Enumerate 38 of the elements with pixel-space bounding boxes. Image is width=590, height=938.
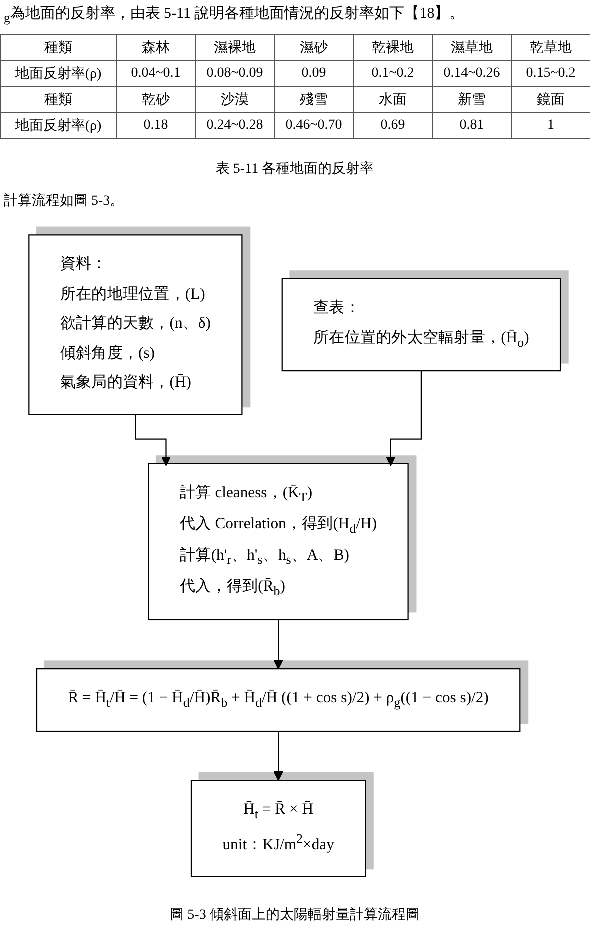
table-cell: 0.1~0.2 [354, 60, 432, 86]
table-cell: 0.14~0.26 [432, 60, 512, 86]
formula-box: H̄$_{t}$ = R̄ × H̄ unit：KJ/m$^{2}$×day [191, 780, 366, 878]
body-text: $_{g}$為地面的反射率，由表 5-11 說明各種地面情況的反射率如下【18】。 [4, 4, 465, 26]
table-caption: 表 5-11 各種地面的反射率 [216, 160, 374, 178]
table-cell: 0.46~0.70 [274, 112, 354, 138]
table-header-cell: 濕草地 [432, 34, 512, 60]
table-cell: 0.18 [116, 112, 196, 138]
process-box: 查表： 所在位置的外太空輻射量，(H̄$_{o}$) [282, 278, 562, 372]
table-header-cell: 沙漠 [196, 86, 274, 112]
table-header-cell: 乾砂 [116, 86, 196, 112]
table-header-cell: 殘雪 [274, 86, 354, 112]
table-header-cell: 濕裸地 [196, 34, 274, 60]
arrow [135, 414, 172, 466]
table-header-cell: 種類 [0, 86, 116, 112]
table-header-cell: 新雪 [432, 86, 512, 112]
table-cell: 0.81 [432, 112, 512, 138]
table-cell: 0.69 [354, 112, 432, 138]
table-header-cell: 濕砂 [274, 34, 354, 60]
table-cell: 0.24~0.28 [196, 112, 274, 138]
table-header-cell: 地面反射率(ρ) [0, 112, 116, 138]
table-header-cell: 種類 [0, 34, 116, 60]
process-box: 計算 cleaness，(K̄$_{T}$) 代入 Correlation，得到(H$_{d}$/H) 計算(h'$_{r}$、h'$_{s}$、h$_{s}$、A、B) 代入，得到(R̄$_{b}$) [148, 463, 410, 621]
table-cell: 0.08~0.09 [196, 60, 274, 86]
body-text: 計算流程如圖 5-3。 [4, 192, 124, 210]
arrow [274, 619, 284, 670]
figure-caption: 圖 5-3 傾斜面上的太陽輻射量計算流程圖 [170, 906, 420, 924]
table-header-cell: 乾裸地 [354, 34, 432, 60]
arrow [386, 370, 422, 466]
table-cell: 0.09 [274, 60, 354, 86]
formula-box: R̄ = H̄$_{t}$/H̄ = (1 − H̄$_{d}$/H̄)R̄$_{b}$ + H̄$_{d}$/H̄ ((1 + cos s)/2) + ρ$_{g}$((1 − cos s)/2) [36, 668, 521, 732]
table-header-cell: 地面反射率(ρ) [0, 60, 116, 86]
process-box: 資料： 所在的地理位置，(L) 欲計算的天數，(n、δ) 傾斜角度，(s) 氣象局的資料，(H̄) [28, 234, 243, 416]
table-header-cell: 乾草地 [512, 34, 590, 60]
arrow [274, 730, 284, 782]
table-header-cell: 森林 [116, 34, 196, 60]
table-header-cell: 水面 [354, 86, 432, 112]
table-cell: 0.04~0.1 [116, 60, 196, 86]
